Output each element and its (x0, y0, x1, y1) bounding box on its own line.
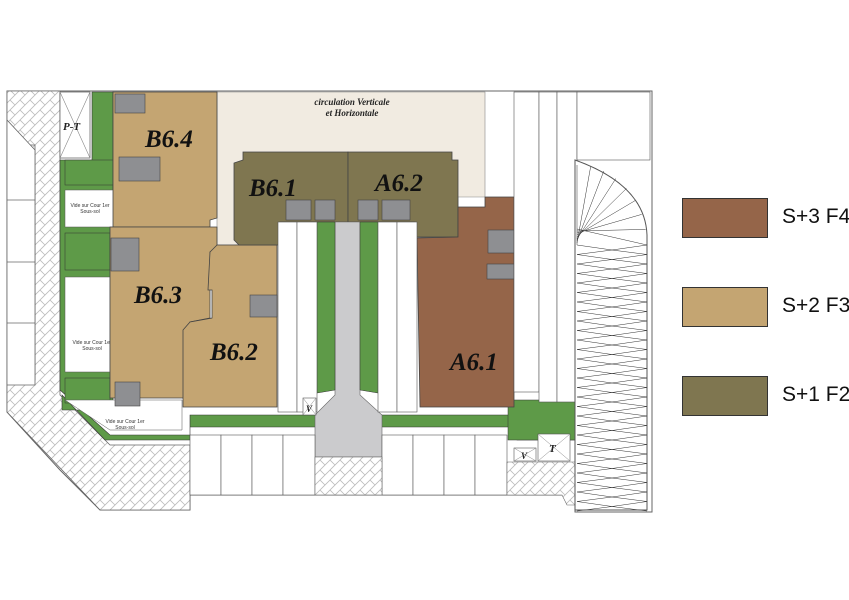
pt-shaft: P-T (59, 91, 91, 159)
garden-strip-center-left (316, 221, 336, 394)
parking-stalls (277, 91, 651, 413)
legend-swatch (682, 287, 768, 327)
legend-swatch (682, 376, 768, 416)
svg-text:V: V (306, 404, 313, 414)
stair-tread (576, 166, 591, 244)
stair-tread (576, 434, 648, 445)
paved-corner (506, 461, 576, 506)
stair-tread (576, 406, 648, 417)
stair-tread (576, 273, 648, 284)
stair-tread (576, 254, 648, 265)
stair-tread (576, 188, 627, 238)
service-cores (110, 93, 515, 407)
stair-tread (576, 292, 648, 303)
stair-tread (576, 387, 648, 398)
garden-strip (507, 399, 576, 441)
courtyard-void (64, 399, 183, 431)
courtyard-note: Sous-sol (82, 346, 101, 352)
courtyard-note: Sous-sol (80, 209, 99, 215)
unit-label-a6-1: A6.1 (448, 349, 498, 376)
stair-tread (576, 171, 605, 242)
garden-strip (64, 159, 114, 186)
stair-tread (576, 320, 648, 331)
stair-tread (576, 178, 617, 240)
stair-tread (576, 330, 648, 341)
stair-tread (576, 453, 648, 464)
stair-tread (576, 396, 648, 407)
paved-entrance (314, 456, 383, 496)
stair-tread (576, 229, 646, 232)
stair-tread (576, 501, 648, 512)
legend-item-s1-f2: S+1 F2 (682, 376, 849, 416)
stair-tread (576, 472, 648, 483)
stair-tread (576, 415, 648, 426)
stair-tread (576, 244, 648, 255)
svg-text:T: T (549, 443, 557, 455)
svg-text:P-T: P-T (63, 121, 81, 133)
unit-label-b6-4: B6.4 (144, 126, 193, 153)
legend-label: S+2 F3 (782, 294, 849, 317)
left-parking-strip (6, 118, 36, 386)
courtyard-note: Vide sur Cour 1er (72, 340, 111, 346)
garden-strip (64, 377, 111, 404)
stair-tread (576, 263, 648, 274)
garden-strip-center-right (359, 221, 379, 394)
stair-tread (576, 200, 636, 236)
stair-tread (576, 358, 648, 369)
stair-tread (576, 444, 648, 455)
stair-tread (576, 368, 648, 379)
legend-swatch (682, 198, 768, 238)
courtyard-note: Vide sur Cour 1er (105, 419, 144, 425)
circulation-label: circulation Verticale (314, 97, 389, 107)
courtyard-note: Sous-sol (115, 425, 134, 431)
legend-item-s2-f3: S+2 F3 (682, 287, 849, 327)
t-shaft: T (537, 433, 571, 462)
stair-tread (576, 349, 648, 360)
legend-label: S+1 F2 (782, 383, 849, 406)
stair-tread (576, 301, 648, 312)
unit-label-b6-3: B6.3 (133, 282, 182, 309)
courtyard-note: Vide sur Cour 1er (70, 203, 109, 209)
v-shaft: V (513, 447, 537, 462)
ramp-stairs (574, 159, 648, 512)
stair-tread (576, 425, 648, 436)
stair-tread (576, 491, 648, 502)
bottom-parking (189, 434, 508, 496)
stair-tread (576, 228, 648, 246)
legend-label: S+3 F4 (782, 205, 849, 228)
stair-tread (576, 482, 648, 493)
garden-strip (64, 232, 111, 271)
courtyard-void (64, 276, 111, 373)
stair-tread (576, 311, 648, 322)
v-shaft: V (302, 397, 317, 416)
legend-item-s3-f4: S+3 F4 (682, 198, 849, 238)
stair-tread (576, 282, 648, 293)
stair-tread (576, 214, 642, 234)
stair-tread (576, 377, 648, 388)
stair-tread (576, 463, 648, 474)
unit-label-a6-2: A6.2 (373, 170, 423, 197)
svg-text:V: V (521, 451, 528, 461)
unit-label-b6-2: B6.2 (209, 339, 258, 366)
stair-tread (576, 339, 648, 350)
circulation-label: et Horizontale (326, 108, 379, 118)
unit-label-b6-1: B6.1 (248, 175, 297, 202)
